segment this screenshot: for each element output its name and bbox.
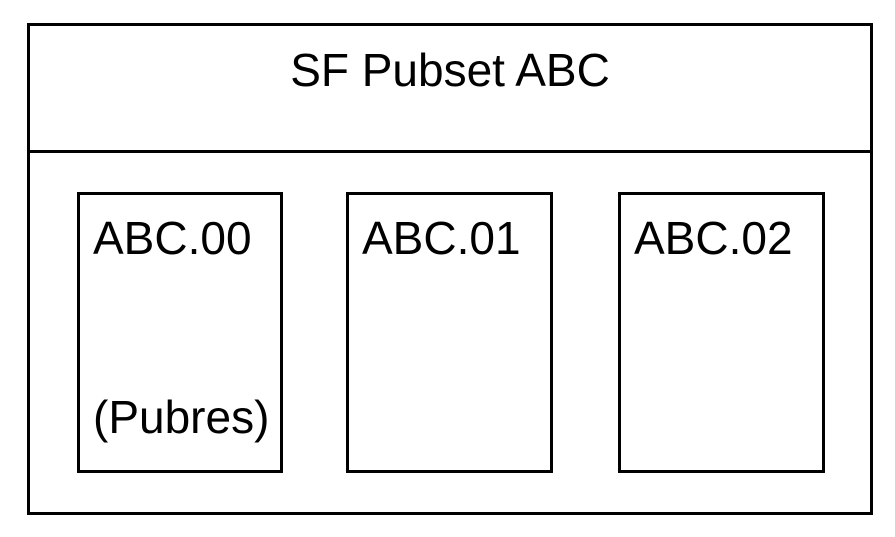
volume-label: ABC.02 [634, 212, 793, 264]
pubset-frame: SF Pubset ABC ABC.00 (Pubres) ABC.01 ABC… [27, 23, 873, 515]
volume-label: ABC.00 [93, 212, 252, 264]
volumes-area: ABC.00 (Pubres) ABC.01 ABC.02 [30, 153, 870, 512]
volume-box-abc01: ABC.01 [346, 192, 553, 473]
volume-sublabel: (Pubres) [93, 391, 270, 443]
pubset-title: SF Pubset ABC [290, 44, 610, 96]
volume-box-abc02: ABC.02 [618, 192, 825, 473]
volume-label: ABC.01 [362, 212, 521, 264]
pubset-header: SF Pubset ABC [30, 26, 870, 153]
volume-box-abc00: ABC.00 (Pubres) [77, 192, 283, 473]
